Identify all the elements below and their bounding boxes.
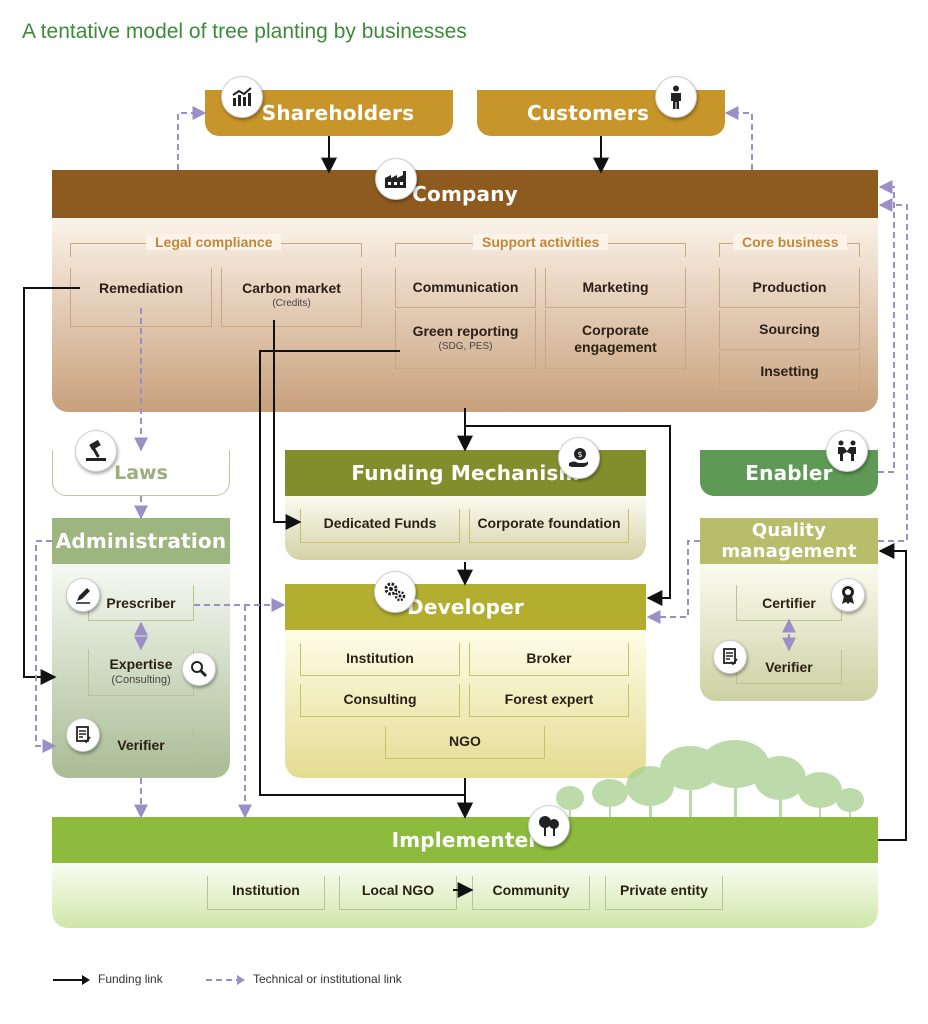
local-ngo-label: Local NGO — [361, 882, 435, 898]
technical-link-enabler-company — [878, 180, 895, 473]
admin-verifier-label: Verifier — [117, 737, 165, 753]
community-label: Community — [492, 882, 570, 898]
technical-link-company-customers — [724, 106, 753, 170]
technical-link-company-shareholders — [177, 106, 207, 170]
enabler-label: Enabler — [745, 461, 833, 485]
checklist-icon — [66, 718, 100, 752]
prescriber-label: Prescriber — [106, 595, 176, 611]
broker-box: Broker — [469, 643, 629, 676]
dedicated-funds-label: Dedicated Funds — [323, 515, 437, 531]
administration-label: Administration — [55, 529, 227, 553]
local-ngo-box: Local NGO — [339, 876, 457, 910]
ngo-label: NGO — [449, 733, 481, 750]
communication-box: Communication — [395, 268, 536, 308]
qm-checklist-icon — [713, 640, 747, 674]
implementer-body — [52, 863, 878, 928]
developer-bar: Developer — [285, 584, 646, 630]
money-hand-icon: $ — [558, 437, 600, 479]
administration-bar: Administration — [52, 518, 230, 564]
factory-icon — [375, 158, 417, 200]
gears-icon — [374, 571, 416, 613]
production-box: Production — [719, 268, 860, 308]
qm-verifier-label: Verifier — [765, 659, 813, 675]
prescriber-box: Prescriber — [88, 585, 194, 621]
diagram-title: A tentative model of tree planting by bu… — [22, 20, 467, 43]
private-entity-box: Private entity — [605, 876, 723, 910]
customers-label: Customers — [526, 101, 650, 125]
support-activities-heading: Support activities — [473, 234, 609, 250]
corporate-foundation-label: Corporate foundation — [477, 515, 621, 531]
forest-expert-box: Forest expert — [469, 684, 629, 717]
production-label: Production — [752, 278, 827, 295]
chart-icon — [221, 76, 263, 118]
ngo-box: NGO — [385, 726, 545, 759]
person-icon — [655, 76, 697, 118]
magnifier-icon — [182, 652, 216, 686]
remediation-box: Remediation — [70, 268, 212, 327]
broker-label: Broker — [526, 650, 572, 667]
carbon-market-sub: (Credits) — [272, 297, 311, 309]
implementer-institution-label: Institution — [232, 882, 300, 898]
shareholders-label: Shareholders — [261, 101, 415, 125]
consulting-box: Consulting — [300, 684, 460, 717]
legend-funding-label: Funding link — [98, 972, 163, 986]
qm-verifier-box: Verifier — [736, 650, 842, 684]
community-box: Community — [472, 876, 590, 910]
developer-institution-label: Institution — [346, 650, 414, 667]
technical-link-quality-developer — [646, 540, 700, 624]
admin-verifier-box: Verifier — [88, 728, 194, 762]
expertise-box: Expertise (Consulting) — [88, 649, 194, 696]
core-business-heading: Core business — [733, 234, 848, 250]
corporate-engagement-label-2: engagement — [574, 339, 657, 355]
technical-link-quality-company — [878, 198, 908, 542]
corporate-foundation-box: Corporate foundation — [469, 509, 629, 543]
gavel-icon — [75, 430, 117, 472]
insetting-box: Insetting — [719, 352, 860, 392]
marketing-label: Marketing — [582, 278, 649, 295]
green-reporting-label: Green reporting — [412, 323, 519, 339]
green-reporting-sub: (SDG, PES) — [438, 340, 493, 352]
implementer-label: Implementer — [391, 828, 539, 852]
svg-text:$: $ — [577, 450, 582, 459]
corporate-engagement-box: Corporate engagement — [545, 310, 686, 369]
remediation-label: Remediation — [98, 280, 183, 297]
trees-illustration — [556, 740, 864, 820]
trees-icon — [528, 805, 570, 847]
funding-mechanism-label: Funding Mechanism — [351, 461, 580, 485]
expertise-label: Expertise — [109, 656, 173, 673]
communication-label: Communication — [412, 278, 519, 295]
dedicated-funds-box: Dedicated Funds — [300, 509, 460, 543]
legend-technical-arrow — [206, 975, 245, 985]
marketing-box: Marketing — [545, 268, 686, 308]
implementer-bar: Implementer — [52, 817, 878, 863]
certifier-box: Certifier — [736, 585, 842, 621]
insetting-label: Insetting — [760, 362, 819, 379]
expertise-sub: (Consulting) — [111, 673, 171, 686]
award-icon — [831, 578, 865, 612]
sourcing-box: Sourcing — [719, 310, 860, 350]
legal-compliance-heading: Legal compliance — [146, 234, 282, 250]
sourcing-label: Sourcing — [759, 320, 820, 337]
forest-expert-label: Forest expert — [504, 691, 594, 708]
carbon-market-label: Carbon market — [242, 280, 341, 296]
developer-label: Developer — [407, 595, 524, 619]
developer-institution-box: Institution — [300, 643, 460, 676]
corporate-engagement-label-1: Corporate — [582, 321, 649, 338]
quality-management-label: Quality management — [721, 520, 857, 562]
funding-link-implementer-quality — [878, 543, 907, 841]
pen-icon — [66, 578, 100, 612]
certifier-label: Certifier — [762, 595, 816, 611]
carbon-market-box: Carbon market (Credits) — [221, 268, 362, 327]
laws-label: Laws — [114, 461, 168, 484]
quality-management-bar: Quality management — [700, 518, 878, 564]
green-reporting-box: Green reporting (SDG, PES) — [395, 310, 536, 369]
handshake-icon — [826, 430, 868, 472]
company-label: Company — [412, 182, 518, 206]
consulting-label: Consulting — [343, 691, 417, 708]
private-entity-label: Private entity — [620, 882, 708, 898]
legend-funding-arrow — [53, 975, 90, 985]
implementer-institution-box: Institution — [207, 876, 325, 910]
legend-technical-label: Technical or institutional link — [253, 972, 402, 986]
company-bar: Company — [52, 170, 878, 218]
